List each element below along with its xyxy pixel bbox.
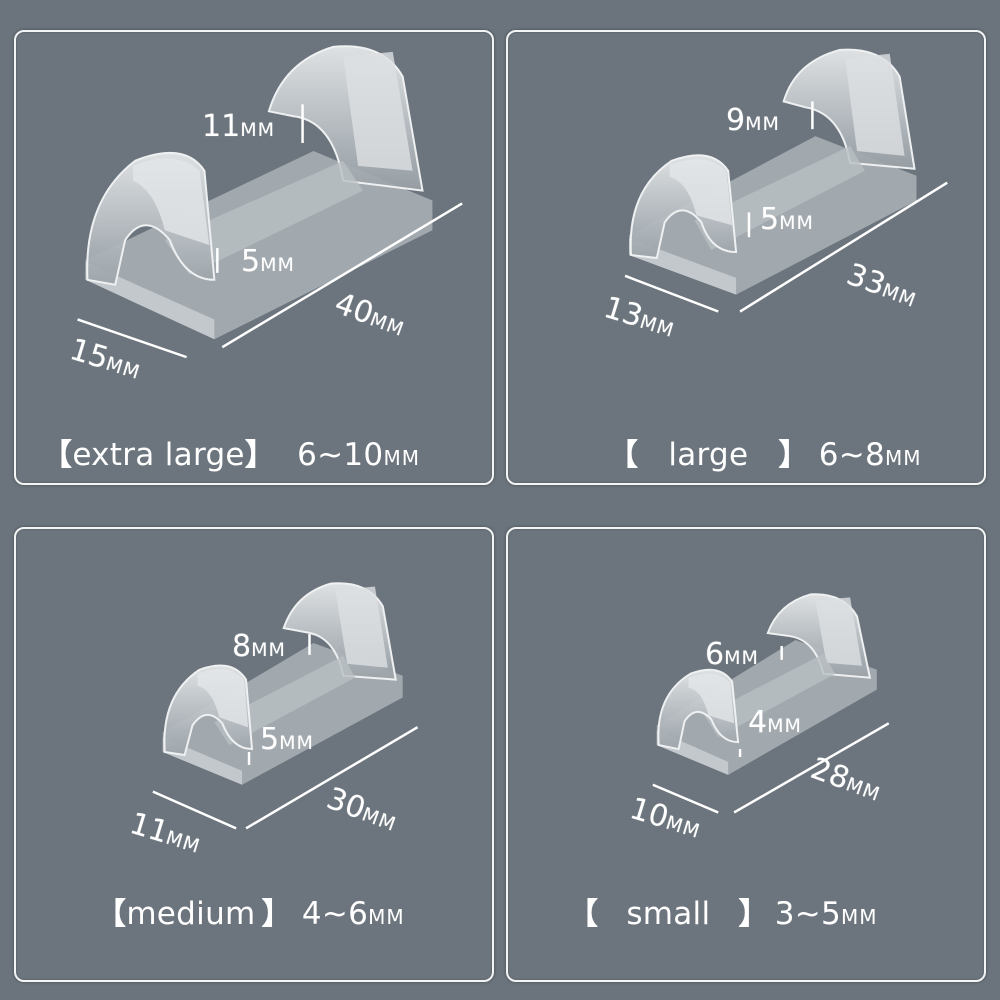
size-caption: 【small】3~5MM	[568, 896, 878, 932]
opening-height-label: 9MM	[726, 103, 780, 138]
size-name: extra large	[72, 437, 245, 473]
size-caption: 【extra large】6~10MM	[42, 437, 420, 473]
size-panel-large: 9MM 5MM 13MM 33MM 【large】6~8MM	[506, 30, 986, 485]
cable-clip-icon	[624, 48, 948, 313]
cable-clip-icon	[77, 45, 463, 359]
opening-height-label: 6MM	[705, 637, 759, 672]
cable-range: 6~8MM	[818, 437, 922, 473]
size-caption: 【medium】4~6MM	[96, 896, 405, 932]
cable-clip-icon	[152, 582, 419, 830]
cable-range: 4~6MM	[301, 896, 405, 932]
inner-gap-label: 5MM	[760, 202, 814, 237]
opening-height-label: 8MM	[232, 629, 286, 664]
cable-range: 3~5MM	[774, 896, 878, 932]
size-panel-medium: 8MM 5MM 11MM 30MM 【medium】4~6MM	[14, 527, 494, 982]
size-name: large	[668, 437, 749, 473]
inner-gap-label: 4MM	[748, 705, 802, 740]
size-name: small	[626, 896, 711, 932]
size-name: medium	[126, 896, 256, 932]
cable-clip-icon	[652, 593, 890, 814]
opening-height-label: 11MM	[202, 109, 275, 144]
size-caption: 【large】6~8MM	[608, 437, 922, 473]
inner-gap-label: 5MM	[260, 722, 314, 757]
inner-gap-label: 5MM	[241, 244, 295, 279]
size-panel-small: 6MM 4MM 10MM 28MM 【small】3~5MM	[506, 527, 986, 982]
cable-range: 6~10MM	[297, 437, 420, 473]
size-panel-extra-large: 11MM 5MM 15MM 40MM 【extra large】6~10MM	[14, 30, 494, 485]
